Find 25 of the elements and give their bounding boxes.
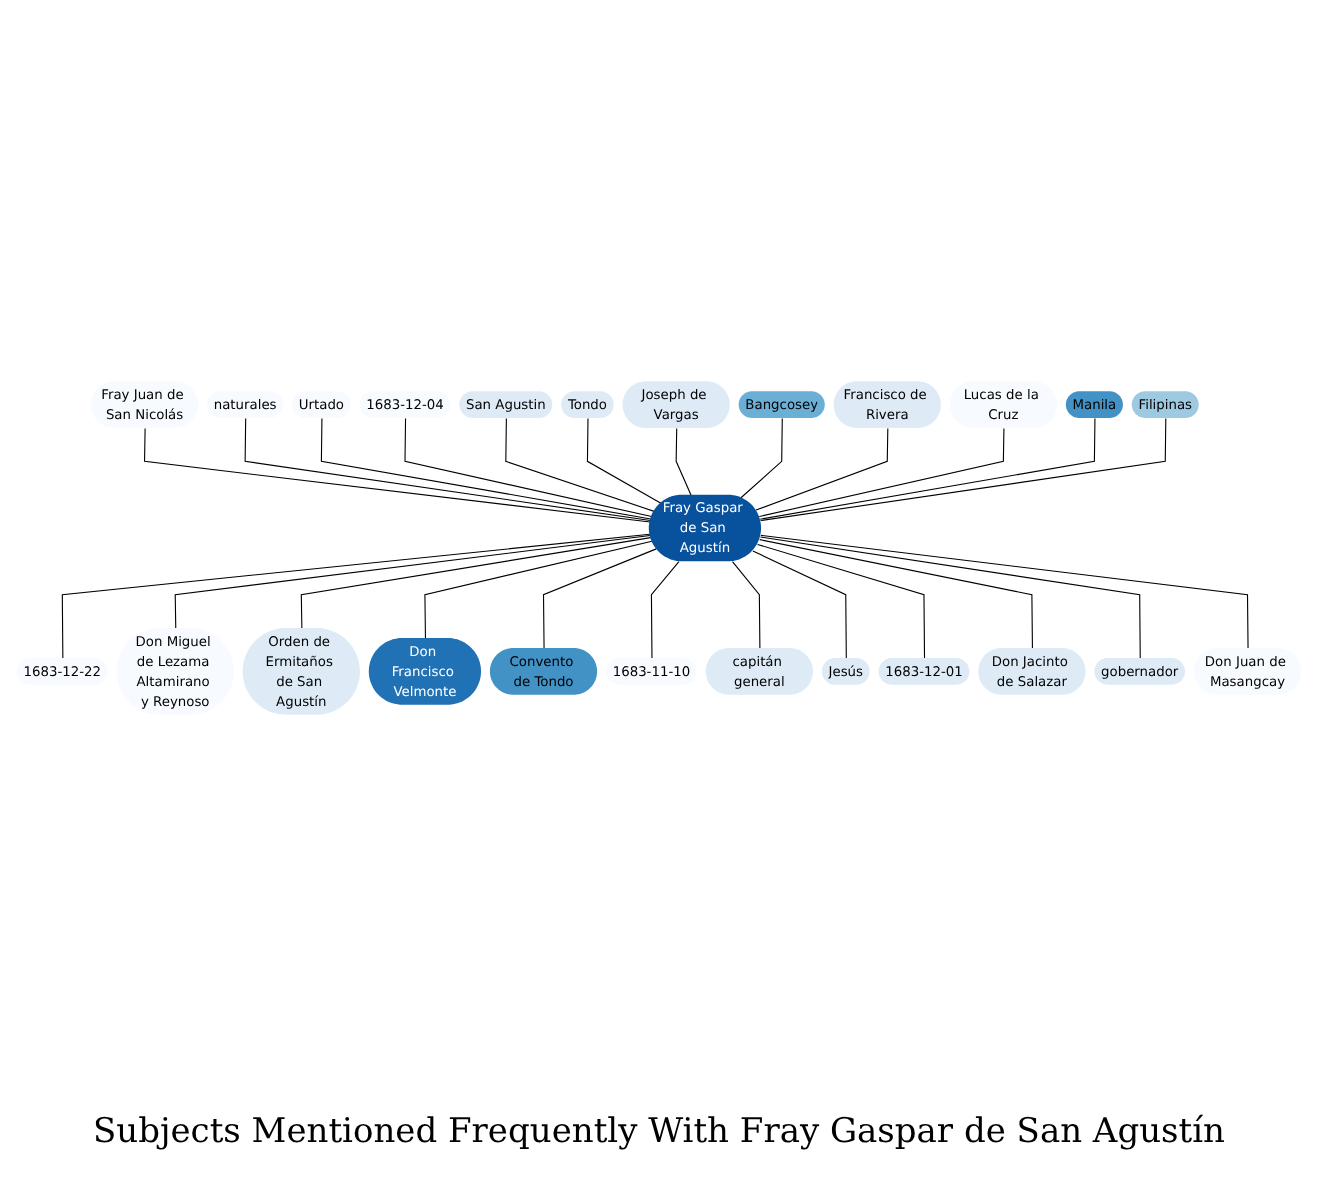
connector xyxy=(731,561,761,650)
connector xyxy=(174,534,651,630)
connector xyxy=(61,533,651,660)
connector xyxy=(759,536,1141,660)
connector xyxy=(586,417,662,504)
connector xyxy=(404,417,653,518)
connector xyxy=(760,417,1167,522)
connector xyxy=(144,427,651,523)
connector xyxy=(759,417,1096,520)
connector xyxy=(424,540,653,640)
connector xyxy=(505,417,655,512)
connector xyxy=(758,427,1005,518)
connector xyxy=(760,534,1249,650)
connector xyxy=(740,417,783,499)
connector xyxy=(244,417,651,522)
caption: Subjects Mentioned Frequently With Fray Gaspar de San Agustín xyxy=(93,1112,1225,1152)
connector xyxy=(755,427,889,511)
connector xyxy=(752,550,847,660)
connector xyxy=(320,417,652,520)
connector xyxy=(542,548,657,650)
connector xyxy=(650,561,680,660)
connector xyxy=(757,543,926,660)
connector xyxy=(759,539,1033,650)
connector xyxy=(675,427,692,496)
connector xyxy=(300,537,652,630)
